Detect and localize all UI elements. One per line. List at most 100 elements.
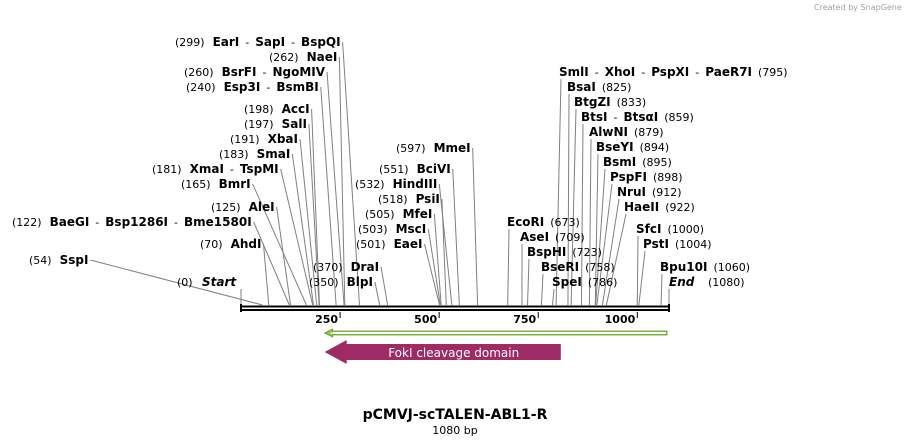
cut-site-acci[interactable]: (198)AccI: [244, 102, 310, 116]
cut-site-hindiii[interactable]: (532)HindIII: [355, 177, 437, 191]
cut-site-ecori[interactable]: EcoRI (673): [507, 215, 580, 229]
cut-site-line: [90, 259, 263, 306]
cut-site-asei[interactable]: AseI(709): [520, 230, 585, 244]
cut-site-bsphi[interactable]: BspHI (723): [527, 245, 602, 259]
cut-site-line: [299, 138, 318, 306]
cut-site-sfci[interactable]: SfcI(1000): [636, 222, 704, 236]
cut-site-sali[interactable]: (197)SalI: [244, 117, 307, 131]
cut-site-bcivi[interactable]: (551)BciVI: [379, 162, 451, 176]
axis-tick-label: 750: [513, 313, 536, 326]
cut-site-mmei[interactable]: (597) MmeI: [396, 141, 471, 155]
cut-site-bsmi[interactable]: BsmI(895): [603, 155, 672, 169]
cut-site-btsi[interactable]: BtsI-BtsαI(859): [581, 110, 694, 124]
enzyme-name: MmeI: [434, 141, 471, 155]
cut-site-xmai[interactable]: (181)XmaI-TspMI: [152, 162, 279, 176]
cut-site-line: [588, 138, 592, 306]
site-position: (370): [313, 261, 343, 274]
site-position: (825): [602, 81, 632, 94]
site-position: (723): [572, 246, 602, 259]
cut-site-esp3i[interactable]: (240)Esp3I-BsmBI: [186, 80, 319, 94]
cut-site-baegi[interactable]: (122)BaeGI-Bsp1286I-Bme1580I: [12, 215, 252, 229]
cut-site-line: [326, 71, 345, 306]
cut-site-line: [320, 86, 337, 306]
cut-site-pspfi[interactable]: PspFI(898): [610, 170, 683, 184]
site-position: (786): [588, 276, 618, 289]
cut-site-bsrfi[interactable]: (260)BsrFI-NgoMIV: [184, 65, 326, 79]
site-position: (795): [758, 66, 788, 79]
site-separator: -: [641, 66, 645, 79]
enzyme-name: BlpI: [347, 275, 373, 289]
cut-site-ahdi[interactable]: (70) AhdI: [200, 237, 261, 251]
cut-site-line: [311, 108, 320, 306]
site-position: (1060): [713, 261, 750, 274]
cut-site-line: [605, 213, 627, 306]
cut-site-eari[interactable]: (299)EarI-SapI-BspQI: [175, 35, 341, 49]
cut-site-xbai[interactable]: (191)XbaI: [230, 132, 298, 146]
enzyme-name: Bsp1286I: [105, 215, 168, 229]
end-marker: End (1080): [669, 275, 745, 289]
site-position: (597): [396, 142, 426, 155]
cut-site-psti[interactable]: PstI(1004): [643, 237, 712, 251]
enzyme-name: BaeGI: [50, 215, 90, 229]
site-position: (260): [184, 66, 214, 79]
cut-site-spei[interactable]: SpeI(786): [552, 275, 617, 289]
cut-site-bseyi[interactable]: BseYI(894): [596, 140, 669, 154]
cut-site-nrui[interactable]: NruI(912): [617, 185, 682, 199]
cut-site-msci[interactable]: (503)MscI: [358, 222, 426, 236]
axis-tick-label: 500: [414, 313, 437, 326]
site-position: (1000): [667, 223, 704, 236]
cut-site-sspi[interactable]: (54)SspI: [29, 253, 88, 267]
cut-site-mfei[interactable]: (505)MfeI: [365, 207, 432, 221]
cut-site-btgzi[interactable]: BtgZI(833): [574, 95, 646, 109]
cut-site-eaei[interactable]: (501)EaeI: [356, 237, 423, 251]
cut-site-blpi[interactable]: (350)BlpI: [309, 275, 373, 289]
enzyme-name: BspQI: [301, 35, 341, 49]
enzyme-name: EcoRI: [507, 215, 544, 229]
cut-site-line: [660, 273, 663, 306]
enzyme-name: AhdI: [231, 237, 262, 251]
cut-site-bsai[interactable]: BsaI(825): [567, 80, 631, 94]
cut-site-line: [433, 213, 442, 306]
cut-site-alei[interactable]: (125)AleI: [211, 200, 275, 214]
site-separator: -: [230, 163, 234, 176]
cut-site-line: [452, 168, 460, 306]
cut-site-line: [596, 183, 613, 306]
enzyme-name: NruI: [617, 185, 646, 199]
site-position: (709): [555, 231, 585, 244]
enzyme-name: PspXI: [651, 65, 689, 79]
cut-site-drai[interactable]: (370) DraI: [313, 260, 379, 274]
enzyme-name: MscI: [396, 222, 427, 236]
enzyme-name: EarI: [213, 35, 240, 49]
feature-foki-cleavage-domain[interactable]: FokI cleavage domain: [324, 340, 561, 364]
enzyme-name: SalI: [282, 117, 307, 131]
enzyme-name: BsrFI: [222, 65, 257, 79]
cut-site-line: [527, 258, 530, 306]
site-position: (922): [665, 201, 695, 214]
site-position: (894): [640, 141, 670, 154]
site-position: (198): [244, 103, 274, 116]
cut-site-haeii[interactable]: HaeII(922): [624, 200, 695, 214]
enzyme-name: BsmI: [603, 155, 636, 169]
enzyme-name: DraI: [351, 260, 379, 274]
site-position: (879): [634, 126, 664, 139]
cut-site-bmri[interactable]: (165)BmrI: [181, 177, 251, 191]
axis-tick-label: 250: [315, 313, 338, 326]
cut-site-smai[interactable]: (183)SmaI: [219, 147, 290, 161]
site-position: (70): [200, 238, 223, 251]
end-label: End: [669, 275, 695, 289]
cut-site-line: [253, 221, 290, 306]
cut-site-psii[interactable]: (518)PsiI: [378, 192, 440, 206]
cut-site-bseri[interactable]: BseRI(758): [541, 260, 615, 274]
site-position: (673): [550, 216, 580, 229]
cut-site-bpu10i[interactable]: Bpu10I(1060): [660, 260, 750, 274]
cut-site-line: [638, 250, 646, 306]
enzyme-name: BtsI: [581, 110, 608, 124]
cut-site-alwni[interactable]: AlwNI(879): [589, 125, 664, 139]
cut-site-naei[interactable]: (262)NaeI: [269, 50, 337, 64]
enzyme-name: BspHI: [527, 245, 566, 259]
feature-green-bar[interactable]: [323, 328, 668, 338]
cut-site-smli[interactable]: SmlI-XhoI-PspXI-PaeR7I(795): [559, 65, 788, 79]
site-separator: -: [245, 36, 249, 49]
plasmid-title: pCMVJ-scTALEN-ABL1-R: [363, 407, 548, 423]
